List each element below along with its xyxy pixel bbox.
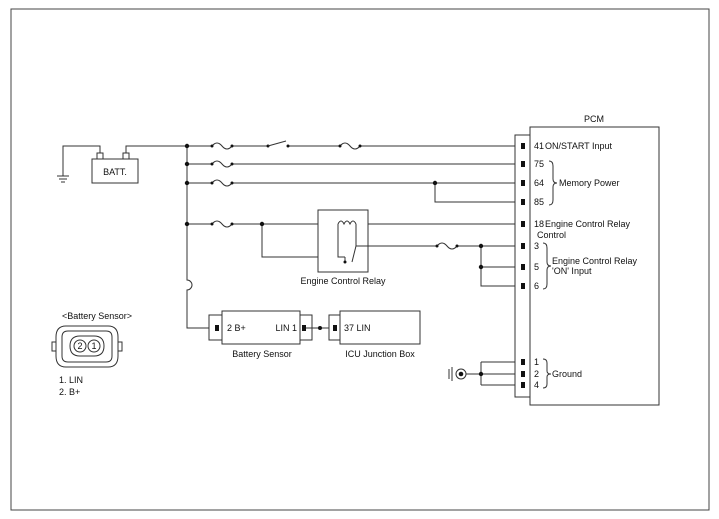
- memory-power-label: Memory Power: [559, 178, 620, 188]
- relay-label: Engine Control Relay: [300, 276, 386, 286]
- pcm-pin-2-num: 2: [534, 369, 539, 379]
- battery-sensor: 2 B+ LIN 1 Battery Sensor: [208, 310, 313, 359]
- battery-sensor-connector: <Battery Sensor> 2 1 1. LIN 2. B+: [51, 311, 132, 397]
- icu-pin: 37 LIN: [344, 323, 371, 333]
- battery-terminal-pos: [122, 152, 130, 160]
- pcm-pin-4-num: 4: [534, 380, 539, 390]
- wire-85: [434, 183, 515, 203]
- ecr-on-brace: [542, 242, 552, 290]
- wire-relay-feed: [261, 224, 333, 258]
- fuse-icon: [210, 160, 234, 168]
- pcm-pin-41-num: 41: [534, 141, 544, 151]
- fuse-icon: [435, 242, 459, 250]
- ground-symbol-icon: [448, 367, 467, 381]
- pcm-pin-18-label-line2: Control: [537, 230, 566, 240]
- fuse-icon: [210, 179, 234, 187]
- fuse-icon: [210, 220, 234, 228]
- battery-sensor-pin-right: LIN 1: [275, 323, 297, 333]
- chassis-ground-icon: [57, 175, 69, 183]
- wire-ground: [466, 361, 515, 386]
- pcm-box: [529, 126, 660, 406]
- pcm-pin-75-num: 75: [534, 159, 544, 169]
- connector-shell-icon: [55, 325, 119, 368]
- relay-coil-icon: [337, 220, 357, 226]
- pcm-pin-3-num: 3: [534, 241, 539, 251]
- fuse-icon: [210, 142, 234, 150]
- battery-terminal-neg: [96, 152, 104, 160]
- icu-junction-box: 37 LIN ICU Junction Box: [328, 310, 421, 359]
- connector-pin-1: [87, 339, 101, 353]
- junction-dot: [184, 143, 190, 149]
- pcm-pin-18-num: 18: [534, 219, 544, 229]
- pcm-pin-85-num: 85: [534, 197, 544, 207]
- pcm-title: PCM: [584, 114, 604, 124]
- pcm: PCM 41 ON/START Input 75 64 85 Memory Po…: [514, 114, 660, 406]
- junction-dot: [478, 243, 484, 249]
- wire-5-6: [480, 246, 515, 287]
- pcm-pin-1-num: 1: [534, 357, 539, 367]
- connector-pin-2-label: 2: [77, 341, 82, 351]
- pcm-pin-18-label: Engine Control Relay: [545, 219, 631, 229]
- battery-positive-wire: [125, 145, 187, 153]
- ground-label: Ground: [552, 369, 582, 379]
- pcm-pin-5-num: 5: [534, 262, 539, 272]
- power-bus-vertical: [186, 146, 209, 329]
- connector-legend-1: 1. LIN: [59, 375, 83, 385]
- junction-dot: [184, 161, 190, 167]
- battery-ground-wire: [62, 145, 101, 176]
- connector-title: <Battery Sensor>: [62, 311, 132, 321]
- diagram-frame: [10, 8, 710, 511]
- battery-sensor-pin-left: 2 B+: [227, 323, 246, 333]
- ignition-switch-icon: [266, 140, 290, 148]
- engine-control-relay: Engine Control Relay: [300, 209, 386, 286]
- relay-box: [317, 209, 369, 273]
- junction-dot: [184, 221, 190, 227]
- junction-dot: [184, 180, 190, 186]
- pcm-pin-64-num: 64: [534, 178, 544, 188]
- relay-coil-leg: [337, 224, 357, 258]
- pcm-pin-41-label: ON/START Input: [545, 141, 613, 151]
- memory-power-brace: [548, 160, 558, 206]
- connector-pin-1-label: 1: [91, 341, 96, 351]
- battery: BATT.: [57, 145, 187, 184]
- connector-legend-2: 2. B+: [59, 387, 80, 397]
- icu-box: [339, 310, 421, 345]
- ecr-on-label-line1: Engine Control Relay: [552, 256, 638, 266]
- ground-brace: [542, 358, 552, 389]
- battery-sensor-label: Battery Sensor: [232, 349, 292, 359]
- connector-pin-2: [73, 339, 87, 353]
- battery-box: [91, 158, 139, 184]
- junction-dot: [259, 221, 265, 227]
- junction-dot: [478, 264, 484, 270]
- fuse-icon: [338, 142, 362, 150]
- junction-dot: [318, 326, 322, 330]
- junction-dot: [478, 371, 484, 377]
- junction-dot: [432, 180, 438, 186]
- icu-label: ICU Junction Box: [345, 349, 415, 359]
- ecr-on-label-line2: 'ON' Input: [552, 266, 592, 276]
- battery-label: BATT.: [103, 167, 127, 177]
- pcm-pin-6-num: 6: [534, 281, 539, 291]
